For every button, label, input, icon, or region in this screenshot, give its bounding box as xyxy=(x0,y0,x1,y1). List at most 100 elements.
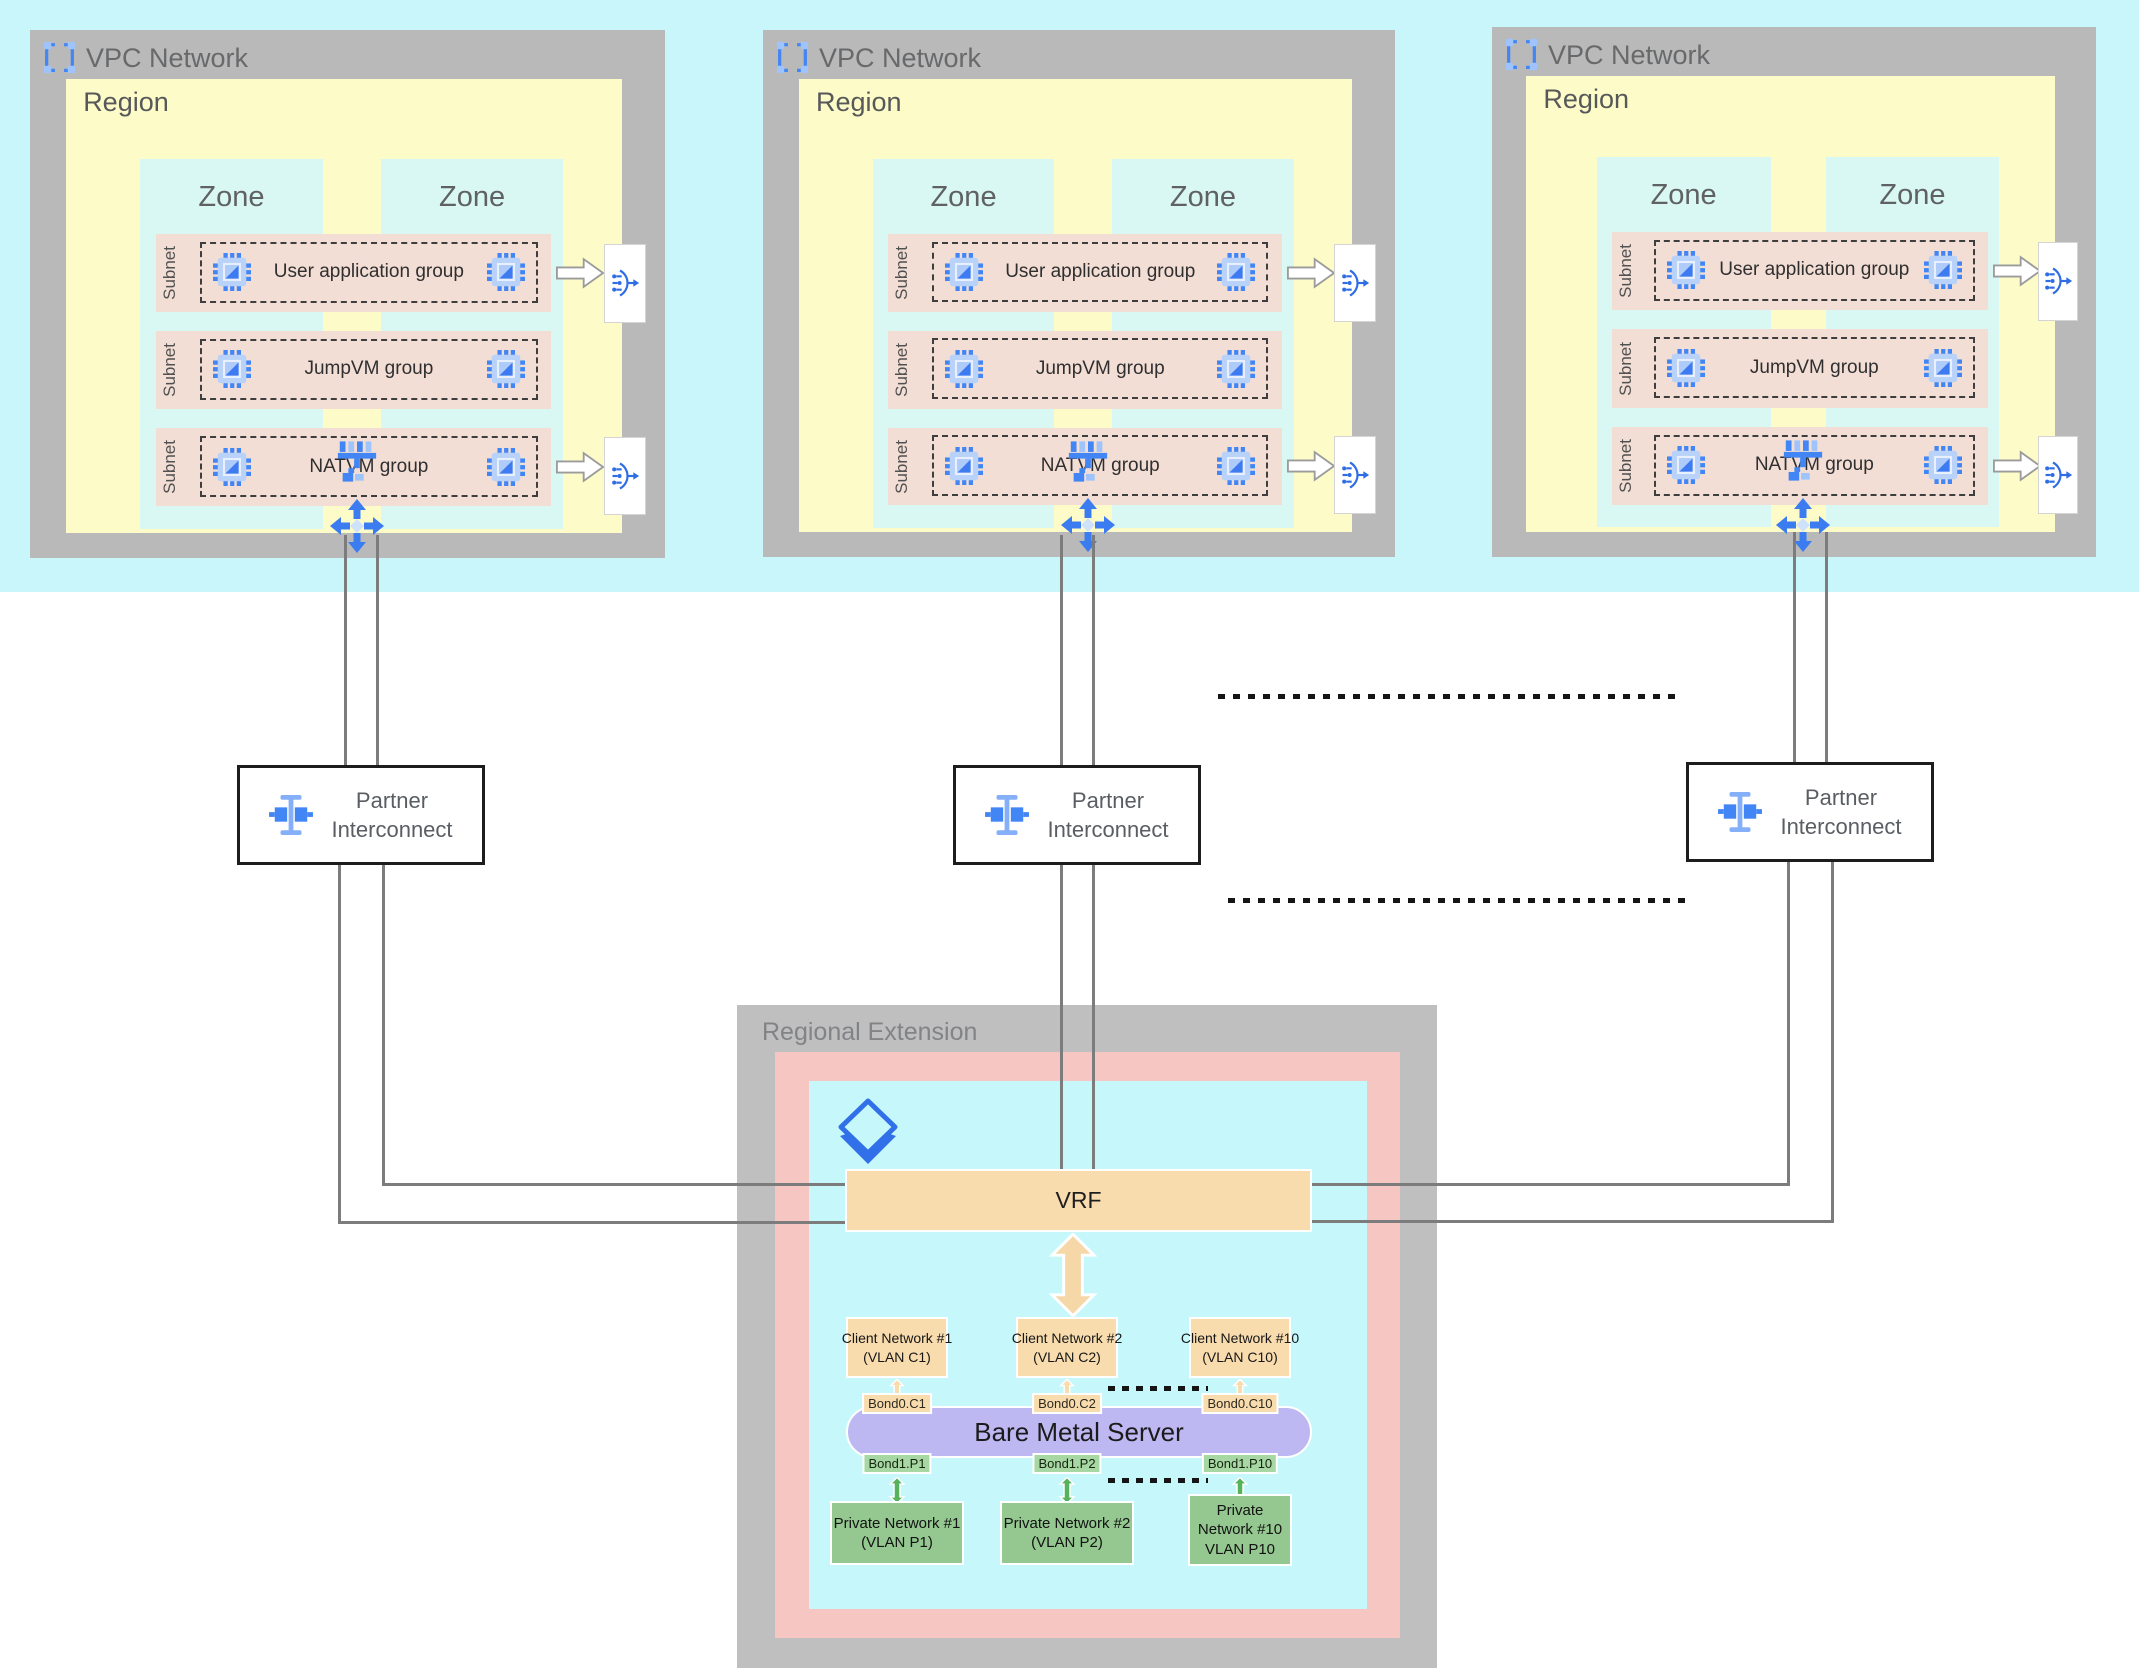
zone-label: Zone xyxy=(1879,178,1946,211)
bond-label: Bond1.P1 xyxy=(862,1453,932,1474)
connector-line xyxy=(1092,535,1095,765)
cloud-router-icon xyxy=(1775,497,1831,553)
private-network-name: Private Network #2 xyxy=(1003,1514,1131,1532)
flow-arrow-icon xyxy=(1286,255,1336,291)
bond-down-arrow-icon xyxy=(1058,1476,1076,1505)
vm-chip-icon xyxy=(945,349,984,388)
subnet-label: Subnet xyxy=(892,342,912,397)
vm-chip-icon xyxy=(945,446,984,485)
vm-group-box: JumpVM group xyxy=(199,339,538,400)
load-balancer-box xyxy=(2038,242,2078,321)
vm-chip-icon xyxy=(1217,446,1256,485)
load-balancer-icon xyxy=(610,268,640,298)
vrf-bms-arrow-icon xyxy=(1048,1232,1098,1318)
subnet-label: Subnet xyxy=(1615,244,1635,299)
vpc-icon xyxy=(43,41,76,74)
client-network-vlan: (VLAN C1) xyxy=(863,1348,931,1365)
vm-chip-icon xyxy=(1924,446,1962,485)
flow-arrow-icon xyxy=(556,255,606,291)
load-balancer-icon xyxy=(1340,460,1370,490)
dotted-separator xyxy=(1108,1386,1208,1391)
dotted-separator xyxy=(1108,1478,1208,1483)
connector-line xyxy=(1092,865,1095,1171)
client-network-box: Client Network #1 (VLAN C1) xyxy=(842,1317,952,1378)
bare-metal-server-pill: Bare Metal Server xyxy=(846,1406,1312,1458)
vm-group-label: NATVM group xyxy=(309,455,429,477)
connector-line xyxy=(1787,862,1790,1186)
bare-metal-server-label: Bare Metal Server xyxy=(974,1416,1184,1447)
client-network-box: Client Network #10 (VLAN C10) xyxy=(1181,1317,1299,1378)
load-balancer-box xyxy=(604,437,646,516)
vrf-box: VRF xyxy=(845,1169,1312,1232)
subnet-label: Subnet xyxy=(892,439,912,494)
region-label: Region xyxy=(1543,84,1629,115)
vpc-network-title: VPC Network xyxy=(86,43,249,73)
bond-label: Bond1.P2 xyxy=(1032,1453,1102,1474)
client-network-name: Client Network #2 xyxy=(1011,1330,1123,1347)
subnet-label: Subnet xyxy=(1615,341,1635,396)
vm-chip-icon xyxy=(945,252,984,291)
vm-chip-icon xyxy=(486,253,525,292)
vm-group-label: NATVM group xyxy=(1040,454,1160,476)
client-network-name: Client Network #1 xyxy=(841,1330,953,1347)
vm-group-box: User application group xyxy=(199,242,538,303)
vm-chip-icon xyxy=(1666,251,1705,290)
vm-group-box: JumpVM group xyxy=(932,338,1269,400)
vrf-label: VRF xyxy=(1055,1187,1102,1213)
subnet-row: Subnet NATVM group xyxy=(1611,426,1988,506)
vm-chip-icon xyxy=(1924,348,1962,387)
subnet-row: Subnet User application group xyxy=(1611,231,1988,311)
flow-arrow-icon xyxy=(1992,448,2042,484)
vm-chip-icon xyxy=(1217,252,1256,291)
subnet-label: Subnet xyxy=(159,246,179,301)
vm-chip-icon xyxy=(486,350,525,389)
connector-line xyxy=(1825,532,1828,762)
vm-chip-icon xyxy=(1924,251,1962,290)
connector-line xyxy=(1312,1220,1834,1223)
vpc-network-title: VPC Network xyxy=(819,43,982,73)
client-network-vlan: (VLAN C10) xyxy=(1202,1348,1278,1365)
connector-line xyxy=(338,865,341,1224)
bond-label: Bond1.P10 xyxy=(1201,1453,1279,1474)
private-network-name: Private Network #1 xyxy=(833,1514,961,1532)
subnet-row: Subnet User application group xyxy=(888,233,1282,312)
vpc-icon xyxy=(1505,38,1538,71)
subnet-row: Subnet NATVM group xyxy=(155,428,552,507)
network-switch-icon xyxy=(335,441,379,482)
region-box: Region Zone Zone Subnet User application… xyxy=(66,79,622,533)
bond-label: Bond0.C10 xyxy=(1201,1393,1279,1414)
load-balancer-box xyxy=(604,244,646,323)
client-network-box: Client Network #2 (VLAN C2) xyxy=(1012,1317,1122,1378)
bond-down-arrow-icon xyxy=(888,1476,906,1505)
subnet-label: Subnet xyxy=(892,245,912,300)
vm-group-box: User application group xyxy=(1653,239,1975,301)
load-balancer-box xyxy=(1334,243,1377,322)
flow-arrow-icon xyxy=(1286,448,1336,484)
connector-line xyxy=(1060,865,1063,1171)
vm-group-label: JumpVM group xyxy=(1749,356,1879,378)
subnet-row: Subnet NATVM group xyxy=(888,427,1282,506)
dotted-separator xyxy=(1218,694,1678,699)
subnet-row: Subnet User application group xyxy=(155,234,552,313)
zone-label: Zone xyxy=(439,181,506,214)
private-network-name: Private Network #10 xyxy=(1197,1501,1283,1539)
network-switch-icon xyxy=(1781,440,1825,481)
load-balancer-icon xyxy=(610,461,640,491)
dotted-separator xyxy=(1228,898,1688,903)
vpc-network-box: VPC Network Region Zone Zone Subnet User… xyxy=(30,30,665,558)
connector-line xyxy=(338,1221,845,1224)
vm-group-label: NATVM group xyxy=(1754,454,1874,476)
interconnect-icon xyxy=(268,794,314,836)
vpc-network-box: VPC Network Region Zone Zone Subnet User… xyxy=(1492,27,2096,557)
connector-line xyxy=(1060,535,1063,765)
private-network-vlan: VLAN P10 xyxy=(1204,1540,1276,1558)
vm-group-label: JumpVM group xyxy=(304,358,434,380)
zone-label: Zone xyxy=(198,181,265,214)
